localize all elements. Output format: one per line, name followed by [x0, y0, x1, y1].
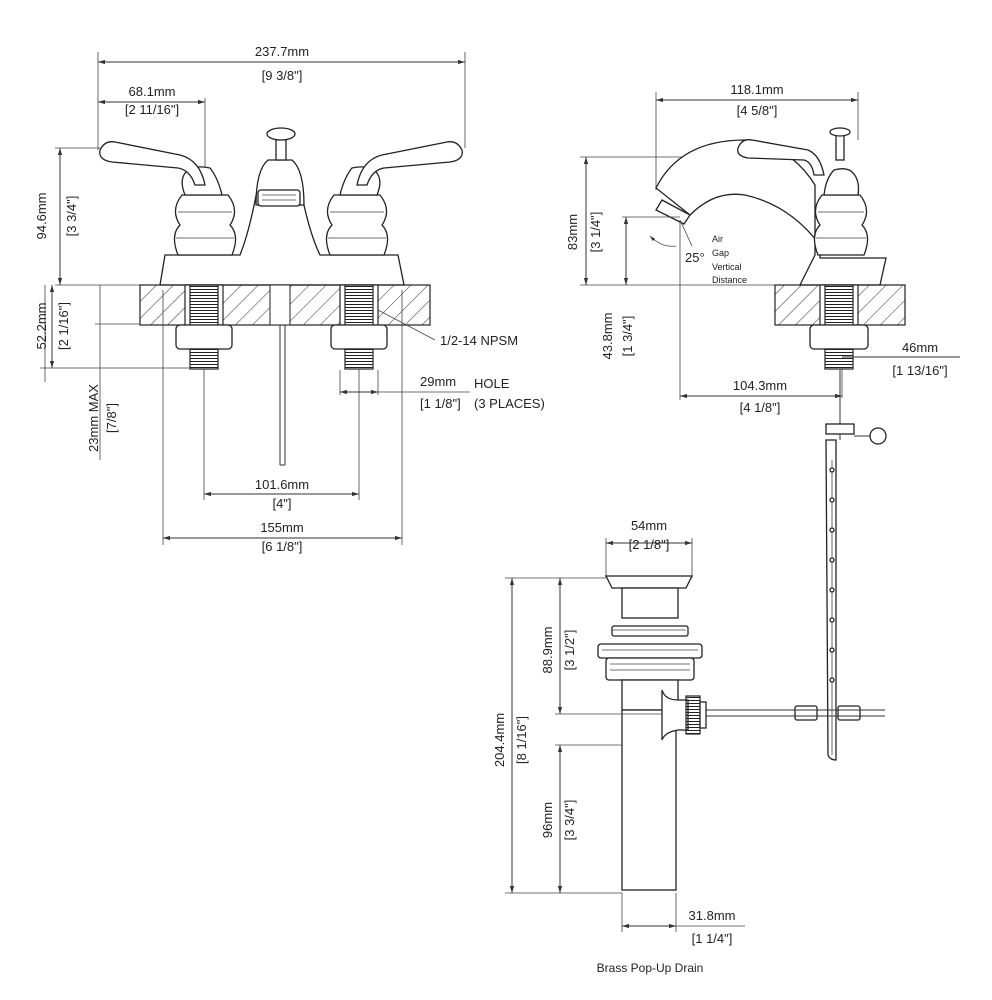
shank-offset-in: [1 13/16"]	[892, 363, 947, 378]
shank-offset-dimension: 46mm [1 13/16"]	[841, 340, 960, 398]
height-in: [3 3/4"]	[64, 196, 79, 237]
shank-offset-mm: 46mm	[902, 340, 938, 355]
tail-dia-in: [1 1/4"]	[692, 931, 733, 946]
reach-mm: 104.3mm	[733, 378, 787, 393]
tail-dia-dimension: 31.8mm [1 1/4"]	[621, 893, 745, 946]
upper-len-mm: 88.9mm	[540, 627, 555, 674]
max-deck-dimension: 23mm MAX [7/8"]	[86, 285, 140, 460]
side-view: 118.1mm [4 5/8"] 83mm [3 1/4"]	[565, 82, 960, 761]
faucet-body-front	[99, 127, 463, 286]
aircap-note-1: Air	[712, 234, 723, 244]
hole-note-1: HOLE	[474, 376, 510, 391]
deck-thickness-in: [2 1/16"]	[56, 302, 71, 350]
total-len-in: [8 1/16"]	[514, 716, 529, 764]
reach-dimension: 104.3mm [4 1/8"]	[680, 378, 842, 415]
aircap-dimension: 43.8mm [1 3/4"]	[600, 217, 635, 359]
upper-len-in: [3 1/2"]	[562, 630, 577, 671]
upper-length-dimension: 88.9mm [3 1/2"]	[540, 577, 662, 715]
base-width-mm: 155mm	[260, 520, 303, 535]
spout-height-in: [3 1/4"]	[588, 212, 603, 253]
tail-dia-mm: 31.8mm	[689, 908, 736, 923]
deck-section-side	[774, 284, 906, 370]
lower-len-in: [3 3/4"]	[562, 800, 577, 841]
overall-width-mm: 237.7mm	[255, 44, 309, 59]
height-dimension: 94.6mm [3 3/4"]	[34, 147, 140, 286]
aircap-note-2: Gap	[712, 248, 729, 258]
handle-width-in: [2 11/16"]	[125, 102, 179, 117]
deck-thickness-dimension: 52.2mm [2 1/16"]	[34, 285, 190, 382]
base-width-dimension: 155mm [6 1/8"]	[162, 290, 403, 554]
total-len-mm: 204.4mm	[492, 713, 507, 767]
front-view: 237.7mm [9 3/8"] 68.1mm [2 11/16"] 94.6m…	[34, 44, 545, 554]
base-width-in: [6 1/8"]	[262, 539, 303, 554]
height-mm: 94.6mm	[34, 193, 49, 240]
deck-thickness-mm: 52.2mm	[34, 303, 49, 350]
flange-dia-in: [2 1/8"]	[629, 537, 670, 552]
flange-dia-mm: 54mm	[631, 518, 667, 533]
aircap-note-4: Distance	[712, 275, 747, 285]
drain-caption: Brass Pop-Up Drain	[597, 961, 704, 975]
spout-height-dimension: 83mm [3 1/4"]	[565, 156, 775, 286]
hole-dia-in: [1 1/8"]	[420, 396, 461, 411]
angle-label: 25°	[685, 250, 705, 265]
spout-height-mm: 83mm	[565, 214, 580, 250]
hole-note-2: (3 PLACES)	[474, 396, 545, 411]
overall-width-in: [9 3/8"]	[262, 68, 303, 83]
drain-view: 54mm [2 1/8"] 88.9mm [3	[492, 518, 745, 975]
lower-len-mm: 96mm	[540, 802, 555, 838]
aircap-dist-in: [1 3/4"]	[620, 316, 635, 357]
thread-callout: 1/2-14 NPSM	[377, 309, 518, 348]
thread-label: 1/2-14 NPSM	[440, 333, 518, 348]
depth-in: [4 5/8"]	[737, 103, 778, 118]
depth-mm: 118.1mm	[730, 82, 783, 97]
center-spacing-mm: 101.6mm	[255, 477, 309, 492]
aircap-note-3: Vertical	[712, 262, 742, 272]
flange-dimension: 54mm [2 1/8"]	[605, 518, 693, 578]
handle-width-dimension: 68.1mm [2 11/16"]	[98, 84, 206, 190]
hole-dia-mm: 29mm	[420, 374, 456, 389]
angle-annotation: 25° Air Gap Vertical Distance	[622, 216, 747, 400]
center-spacing-dimension: 101.6mm [4"]	[203, 369, 360, 511]
handle-width-mm: 68.1mm	[129, 84, 176, 99]
lower-length-dimension: 96mm [3 3/4"]	[540, 744, 622, 893]
deck-section-front	[139, 284, 431, 466]
total-length-dimension: 204.4mm [8 1/16"]	[492, 577, 622, 894]
max-deck-mm: 23mm MAX	[86, 384, 101, 452]
depth-dimension: 118.1mm [4 5/8"]	[655, 82, 859, 190]
hole-dimension: 29mm [1 1/8"] HOLE (3 PLACES)	[339, 370, 545, 411]
reach-in: [4 1/8"]	[740, 400, 781, 415]
max-deck-in: [7/8"]	[104, 403, 119, 433]
overall-width-dimension: 237.7mm [9 3/8"]	[97, 44, 466, 150]
aircap-dist-mm: 43.8mm	[600, 313, 615, 360]
center-spacing-in: [4"]	[272, 496, 291, 511]
drain-body	[597, 575, 707, 891]
popup-linkage	[700, 370, 887, 761]
